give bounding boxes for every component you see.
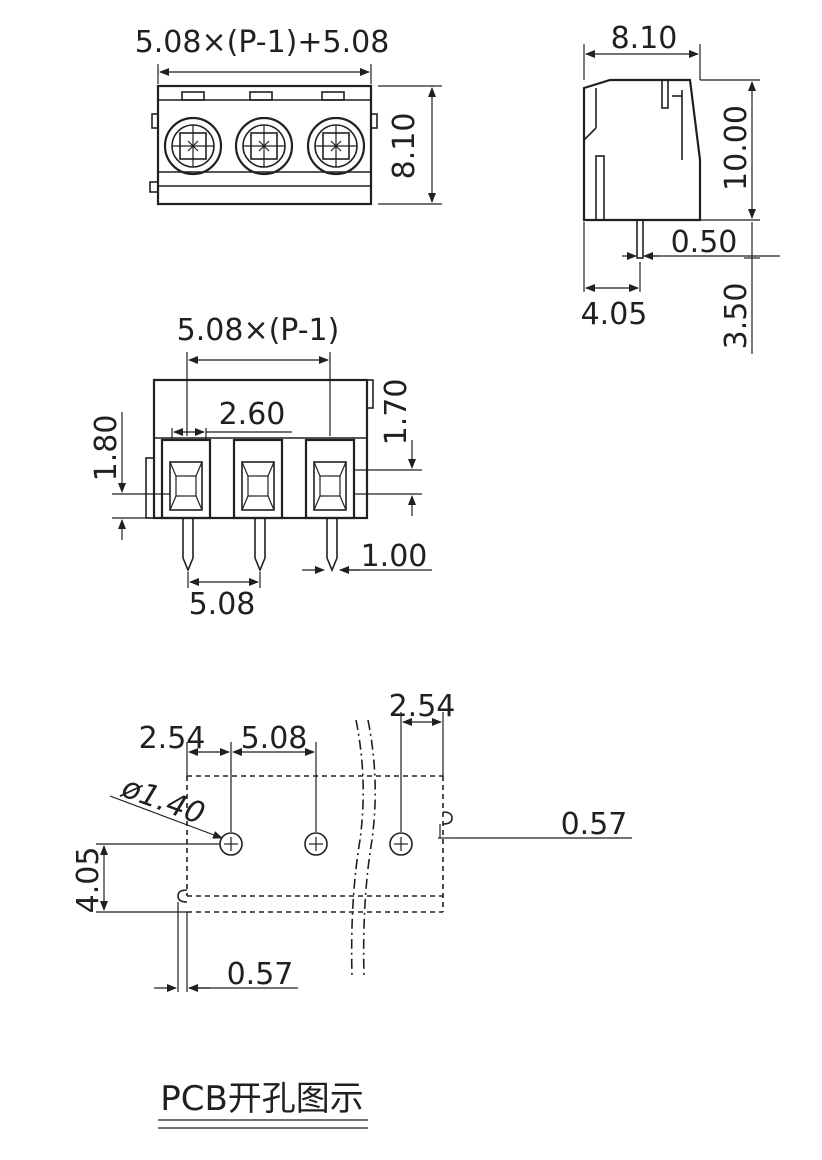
- front-opening: [232, 438, 284, 520]
- front-pitch-label: 5.08: [189, 587, 256, 622]
- side-depth-label: 8.10: [611, 21, 678, 56]
- front-opening: [304, 438, 356, 520]
- pcb-layout: 2.54 5.08 2.54 ø1.40 0.57 4.05 0.57: [71, 689, 632, 992]
- top-view: 5.08×(P-1)+5.08 8.10: [135, 25, 442, 206]
- pcb-hole: [304, 832, 328, 856]
- pcb-hole-diameter-label: ø1.40: [116, 770, 209, 832]
- front-pin: [182, 518, 194, 573]
- top-view-body: [156, 84, 373, 206]
- pcb-bottom-notch-label: 0.57: [227, 957, 294, 992]
- front-top-offset-label: 1.70: [379, 379, 414, 446]
- caption-text: PCB开孔图示: [160, 1079, 364, 1119]
- top-screw: [163, 116, 223, 176]
- side-pin-thickness-label: 0.50: [671, 225, 738, 260]
- front-view: 5.08×(P-1) 2.60 1.70 1.80 1.00 5.08: [89, 313, 432, 622]
- front-pin: [326, 518, 338, 573]
- pcb-end-offset-label: 2.54: [389, 689, 456, 724]
- front-pitch-formula-label: 5.08×(P-1): [177, 313, 340, 348]
- side-view: 8.10 10.00 0.50 4.05 3.50: [581, 21, 780, 354]
- side-height-label: 10.00: [719, 105, 754, 191]
- pcb-hole: [219, 832, 243, 856]
- front-opening-width-label: 2.60: [219, 397, 286, 432]
- pcb-row-offset-label: 4.05: [71, 847, 106, 914]
- front-pin: [254, 518, 266, 573]
- side-pin: [636, 219, 644, 259]
- top-screw: [306, 116, 366, 176]
- pcb-right-notch-label: 0.57: [561, 807, 628, 842]
- front-pin-width-label: 1.00: [361, 539, 428, 574]
- front-opening: [160, 438, 212, 520]
- top-width-label: 5.08×(P-1)+5.08: [135, 25, 390, 60]
- side-pin-length-label: 3.50: [719, 283, 754, 350]
- side-pin-offset-label: 4.05: [581, 297, 648, 332]
- pcb-edge-to-hole-label: 2.54: [139, 721, 206, 756]
- pcb-hole-pitch-label: 5.08: [241, 721, 308, 756]
- top-height-label: 8.10: [387, 113, 422, 180]
- caption: PCB开孔图示: [158, 1079, 368, 1129]
- pcb-hole: [389, 832, 413, 856]
- front-bottom-offset-label: 1.80: [89, 415, 124, 482]
- top-screw: [234, 116, 294, 176]
